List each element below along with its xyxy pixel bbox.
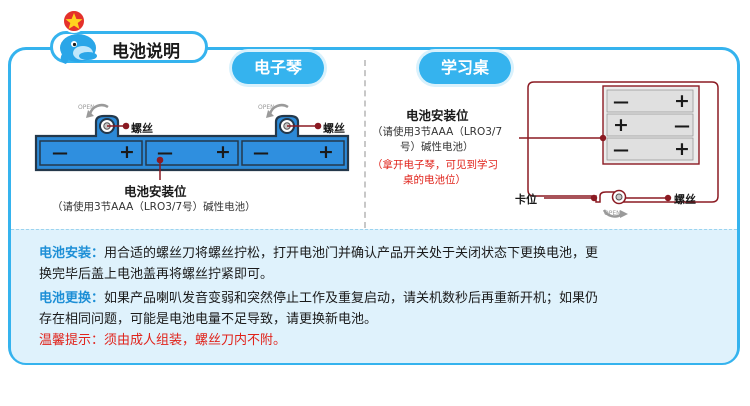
screw-label: 螺丝 [131, 122, 153, 135]
desk-red-note-2: 桌的电池位） [403, 174, 466, 186]
replace-instruction-cont: 存在相同问题，可能是电池电量不足导致，请更换新电池。 [39, 309, 719, 330]
install-note: （请使用3节AAA（LRO3/7号）碱性电池） [52, 201, 256, 213]
warm-tip: 温馨提示：须由成人组装，螺丝刀内不附。 [39, 333, 287, 348]
replace-instruction: 电池更换：如果产品喇叭发音变弱和突然停止工作及重复启动，请关机数秒后再重新开机；… [39, 288, 719, 309]
install-text-1: 用合适的螺丝刀将螺丝拧松，打开电池门并确认产品开关处于关闭状态下更换电池，更 [104, 246, 599, 261]
open-text: OPEN [258, 104, 275, 111]
desk-install-note-2: 号）碱性电池） [400, 141, 474, 153]
instructions-panel: 电池安装：用合适的螺丝刀将螺丝拧松，打开电池门并确认产品开关处于关闭状态下更换电… [11, 229, 737, 363]
negative-terminal: — [157, 143, 173, 162]
rotate-arrow-icon [86, 110, 94, 118]
rotate-arrow-icon [620, 210, 628, 218]
dolphin-mascot-icon [60, 9, 97, 64]
terminal-sign: + [613, 114, 629, 136]
positive-terminal: + [215, 141, 231, 163]
terminal-sign: + [674, 90, 690, 112]
section-divider [364, 60, 366, 228]
open-text: OPEN [78, 104, 95, 111]
replace-text-2: 存在相同问题，可能是电池电量不足导致，请更换新电池。 [39, 312, 378, 327]
replace-key: 电池更换： [39, 291, 105, 306]
clip-label: 卡位 [515, 193, 537, 206]
desk-red-note-1: （拿开电子琴，可见到学习 [372, 159, 498, 171]
install-instruction-cont: 换完毕后盖上电池盖再将螺丝拧紧即可。 [39, 264, 719, 285]
positive-terminal: + [119, 141, 135, 163]
rotate-arrow-icon [266, 110, 274, 118]
keyboard-section-label: 电子琴 [232, 52, 324, 84]
positive-terminal: + [318, 141, 334, 163]
negative-terminal: — [52, 143, 68, 162]
terminal-sign: — [674, 116, 690, 135]
screw-label: 螺丝 [323, 122, 345, 135]
battery-cell [241, 140, 345, 166]
battery-cell [39, 140, 143, 166]
page-title: 电池说明 [112, 42, 180, 62]
desk-install-note-1: （请使用3节AAA（LRO3/7 [372, 126, 503, 138]
desk-section-label: 学习桌 [419, 52, 511, 84]
open-text: OPEN [604, 210, 621, 217]
negative-terminal: — [253, 143, 269, 162]
terminal-sign: — [613, 140, 629, 159]
terminal-sign: + [674, 138, 690, 160]
replace-text-1: 如果产品喇叭发音变弱和突然停止工作及重复启动，请关机数秒后再重新开机；如果仍 [104, 291, 599, 306]
desk-screw-label: 螺丝 [674, 193, 696, 206]
install-text-2: 换完毕后盖上电池盖再将螺丝拧紧即可。 [39, 267, 274, 282]
desk-install-title: 电池安装位 [406, 108, 469, 123]
install-key: 电池安装： [39, 246, 105, 261]
install-title: 电池安装位 [124, 184, 187, 199]
install-instruction: 电池安装：用合适的螺丝刀将螺丝拧松，打开电池门并确认产品开关处于关闭状态下更换电… [39, 243, 719, 264]
terminal-sign: — [613, 92, 629, 111]
